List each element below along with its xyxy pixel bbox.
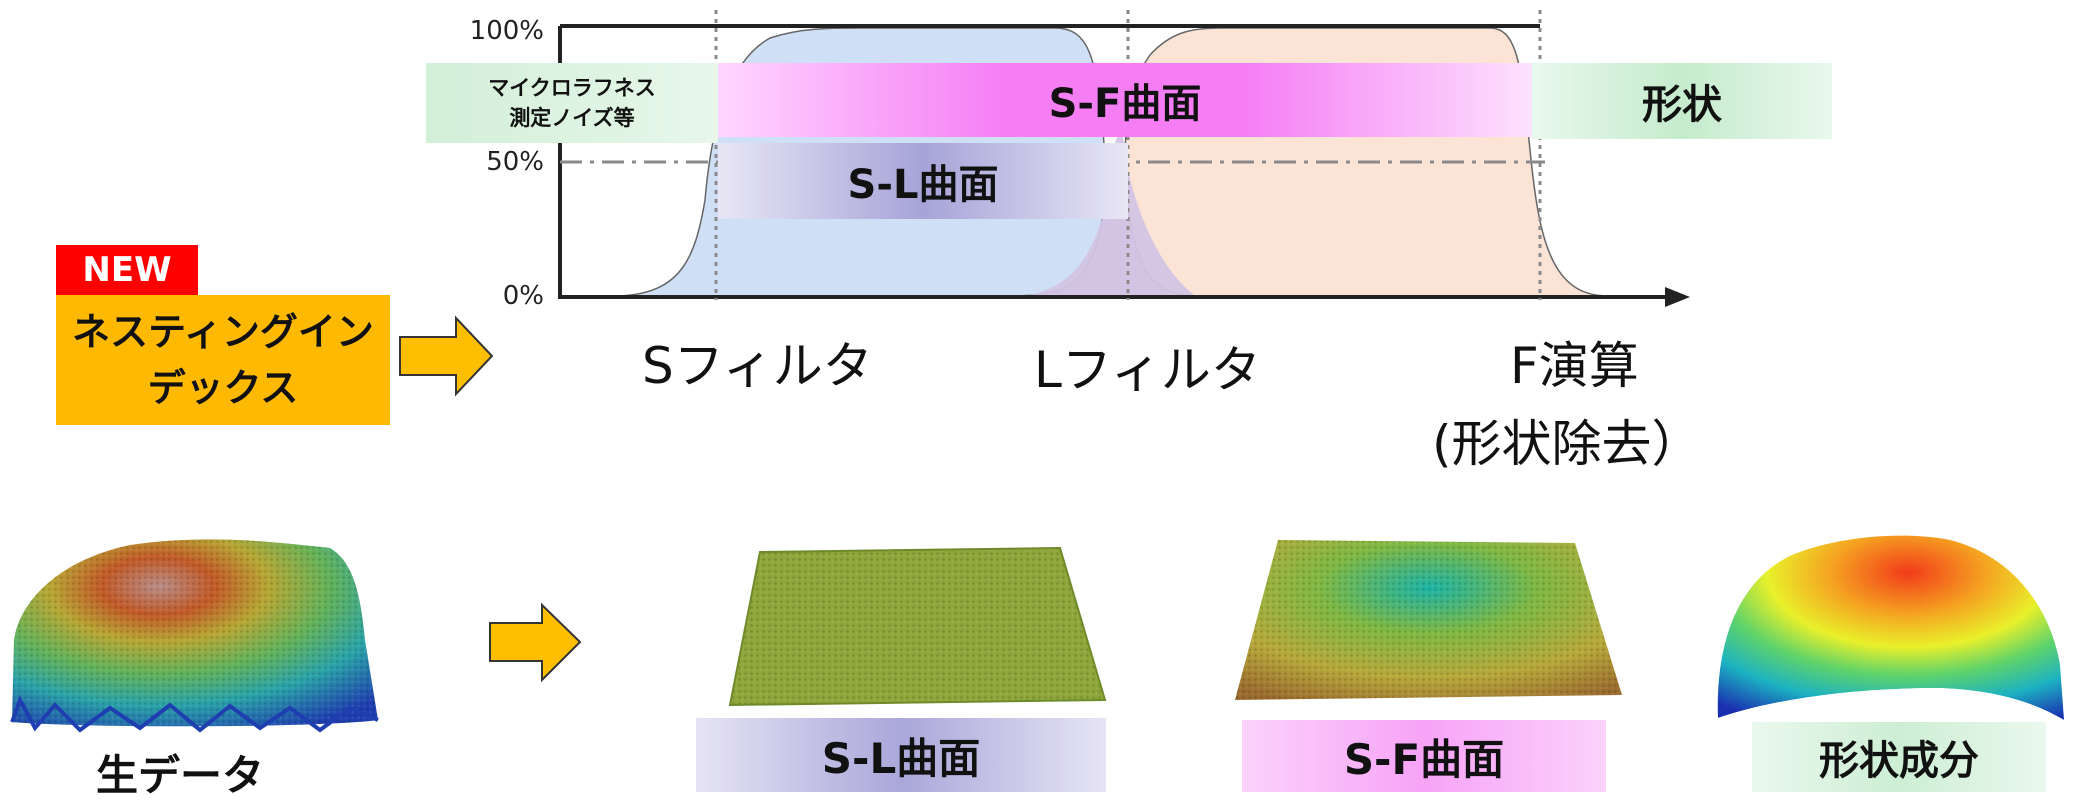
arrow-right-icon <box>399 315 494 397</box>
sl-caption: S-L曲面 <box>821 733 981 783</box>
f-filter-label-line1: F演算 <box>1510 337 1639 395</box>
sl-caption-band <box>696 718 1106 792</box>
arrow-right-icon <box>489 602 582 683</box>
shape-band <box>1532 63 1832 139</box>
x-axis-arrow <box>1665 287 1690 307</box>
nesting-index-box: ネスティングイン デックス <box>56 295 390 425</box>
sf-caption-band <box>1242 720 1606 792</box>
micro-label-line2: 測定ノイズ等 <box>509 106 635 130</box>
nesting-index-line1: ネスティングイン <box>72 310 374 354</box>
s-filter-label: Sフィルタ <box>642 337 873 395</box>
sf-caption: S-F曲面 <box>1343 734 1505 784</box>
raw-data-caption: 生データ <box>96 751 265 800</box>
shape-dome <box>1717 535 2064 728</box>
sl-band <box>718 143 1128 219</box>
shape-caption-band <box>1752 722 2046 792</box>
micro-band <box>426 63 718 143</box>
micro-label-line1: マイクロラフネス <box>488 76 656 100</box>
l-filter-label: Lフィルタ <box>1034 341 1261 399</box>
shape-band-label: 形状 <box>1642 82 1722 128</box>
new-badge: NEW <box>56 245 198 295</box>
sl-surface <box>728 546 1107 707</box>
y-tick-50: 50% <box>486 147 544 177</box>
y-tick-0: 0% <box>502 281 544 311</box>
raw-data-surface <box>10 539 379 733</box>
nesting-index-line2: デックス <box>147 366 299 410</box>
sl-band-label: S-L曲面 <box>847 162 999 208</box>
sf-band <box>718 63 1532 137</box>
micro-band-label: マイクロラフネス 測定ノイズ等 <box>426 63 718 143</box>
sf-surface <box>1235 540 1622 700</box>
f-filter-label-line2: (形状除去） <box>1432 415 1702 473</box>
sf-band-label: S-F曲面 <box>1048 81 1202 127</box>
shape-caption: 形状成分 <box>1819 738 1979 784</box>
y-tick-100: 100% <box>469 16 544 46</box>
